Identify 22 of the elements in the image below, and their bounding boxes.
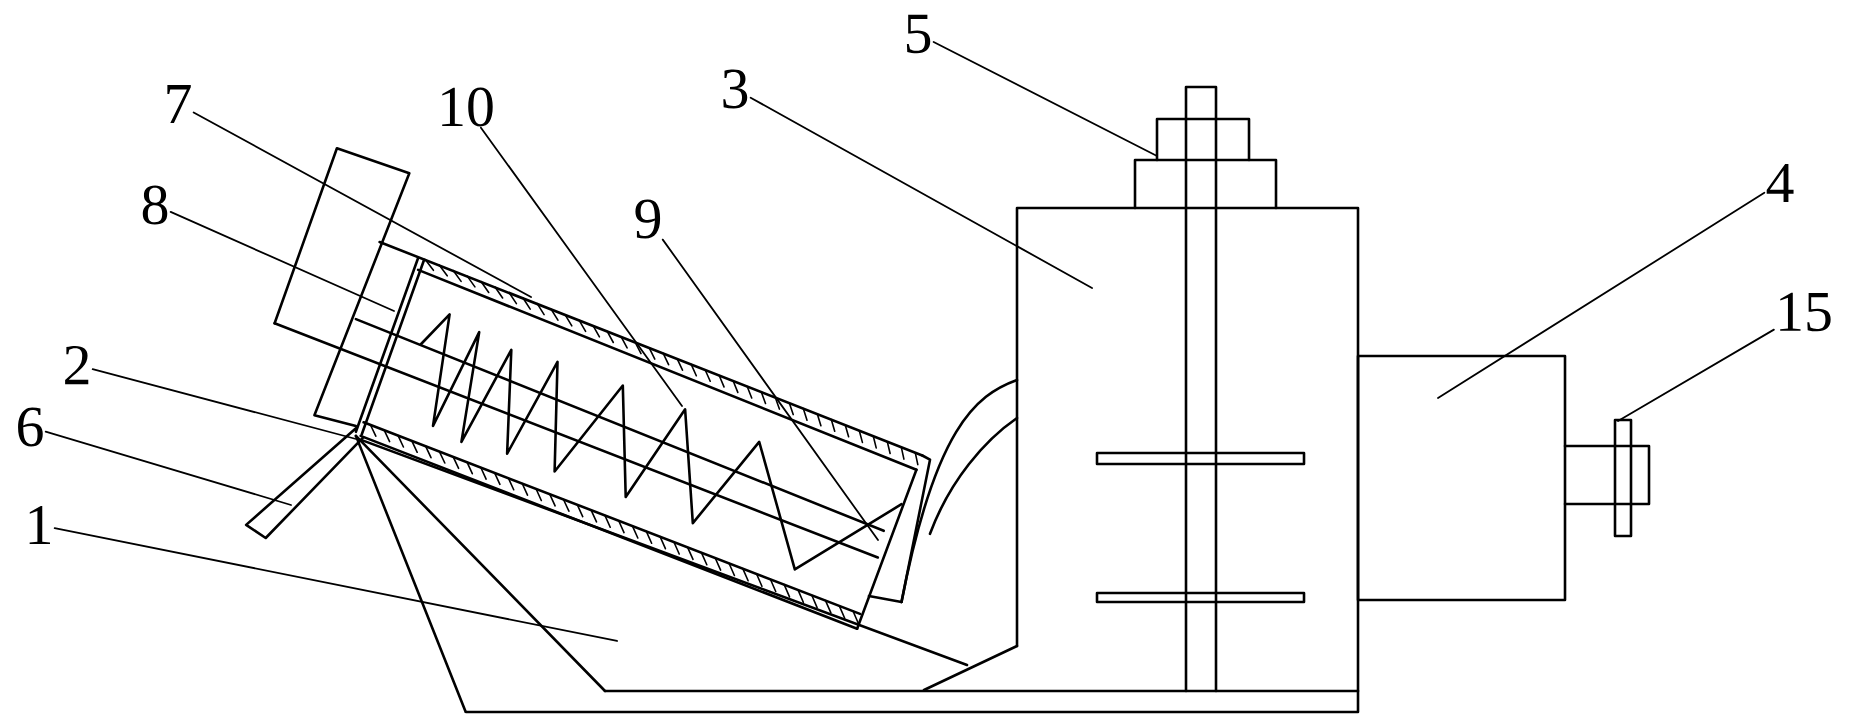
callout-number: 10 <box>442 87 493 127</box>
callout-number: 6 <box>18 407 43 447</box>
callout-number: 9 <box>635 199 661 239</box>
callout-number: 5 <box>906 14 931 54</box>
leader-line <box>91 368 357 440</box>
leader-line <box>169 211 395 312</box>
callout-number: 3 <box>723 69 748 109</box>
callout-number: 4 <box>1766 164 1794 202</box>
leader-line <box>480 126 683 407</box>
leader-line <box>53 527 618 642</box>
callout-number: 2 <box>65 345 89 385</box>
leader-line <box>932 41 1158 157</box>
leader-line <box>192 111 532 298</box>
leader-line <box>661 238 879 541</box>
leader-line <box>1437 191 1766 399</box>
leader-line <box>749 96 1093 289</box>
callout-number: 1 <box>29 505 50 545</box>
callout-number: 7 <box>167 85 191 123</box>
leader-line <box>44 430 292 506</box>
callout-number: 8 <box>142 185 168 225</box>
callout-number: 15 <box>1780 292 1831 332</box>
leader-line <box>1617 328 1775 422</box>
